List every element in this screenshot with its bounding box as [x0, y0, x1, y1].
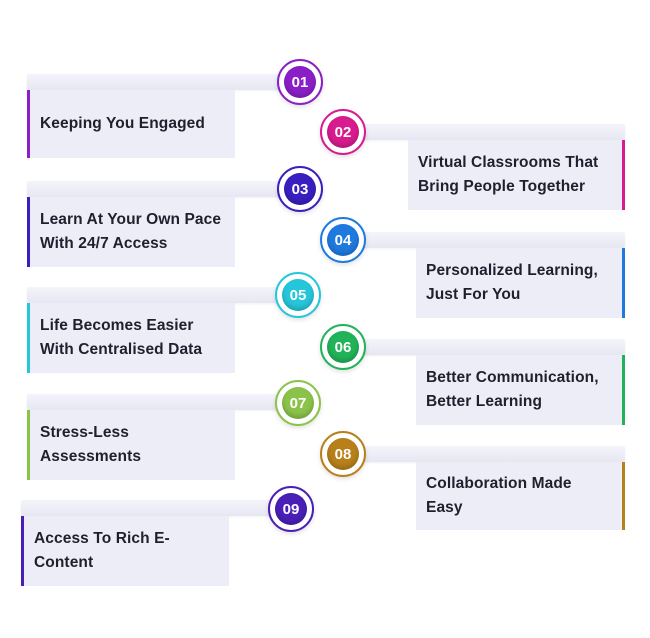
- item-09-card: Access To Rich E-Content: [21, 516, 229, 586]
- item-05-badge: 05: [275, 272, 321, 318]
- item-09-bar: [21, 500, 285, 516]
- item-01-text: Keeping You Engaged: [40, 115, 205, 132]
- item-02-bar: [345, 124, 625, 140]
- item-04-bar: [345, 232, 625, 248]
- item-07-card: Stress-Less Assessments: [27, 410, 235, 480]
- item-01-card: Keeping You Engaged: [27, 90, 235, 158]
- item-06-badge: 06: [320, 324, 366, 370]
- item-03-card: Learn At Your Own Pace With 24/7 Access: [27, 197, 235, 267]
- item-01-number: 01: [284, 66, 316, 98]
- item-09-number: 09: [275, 493, 307, 525]
- item-03-bar: [27, 181, 289, 197]
- item-07-number: 07: [282, 387, 314, 419]
- item-04-text: Personalized Learning, Just For You: [426, 262, 598, 303]
- item-02-badge: 02: [320, 109, 366, 155]
- item-05-text: Life Becomes Easier With Centralised Dat…: [40, 317, 203, 358]
- item-05-bar: [27, 287, 289, 303]
- item-08-card: Collaboration Made Easy: [416, 462, 625, 530]
- item-09-badge: 09: [268, 486, 314, 532]
- item-06-number: 06: [327, 331, 359, 363]
- item-07-text: Stress-Less Assessments: [40, 424, 142, 465]
- item-02-card: Virtual Classrooms That Bring People Tog…: [408, 140, 625, 210]
- item-04-number: 04: [327, 224, 359, 256]
- item-08-number: 08: [327, 438, 359, 470]
- item-01-badge: 01: [277, 59, 323, 105]
- item-03-text: Learn At Your Own Pace With 24/7 Access: [40, 211, 222, 252]
- item-06-text: Better Communication, Better Learning: [426, 369, 599, 410]
- item-08-badge: 08: [320, 431, 366, 477]
- item-08-text: Collaboration Made Easy: [426, 475, 572, 516]
- item-02-number: 02: [327, 116, 359, 148]
- item-03-number: 03: [284, 173, 316, 205]
- item-06-card: Better Communication, Better Learning: [416, 355, 625, 425]
- item-01-bar: [27, 74, 289, 90]
- item-08-bar: [345, 446, 625, 462]
- item-09-text: Access To Rich E-Content: [34, 530, 170, 571]
- item-06-bar: [345, 339, 625, 355]
- item-04-card: Personalized Learning, Just For You: [416, 248, 625, 318]
- item-04-badge: 04: [320, 217, 366, 263]
- item-03-badge: 03: [277, 166, 323, 212]
- item-02-text: Virtual Classrooms That Bring People Tog…: [418, 154, 599, 195]
- item-05-card: Life Becomes Easier With Centralised Dat…: [27, 303, 235, 373]
- item-07-bar: [27, 394, 289, 410]
- item-05-number: 05: [282, 279, 314, 311]
- item-07-badge: 07: [275, 380, 321, 426]
